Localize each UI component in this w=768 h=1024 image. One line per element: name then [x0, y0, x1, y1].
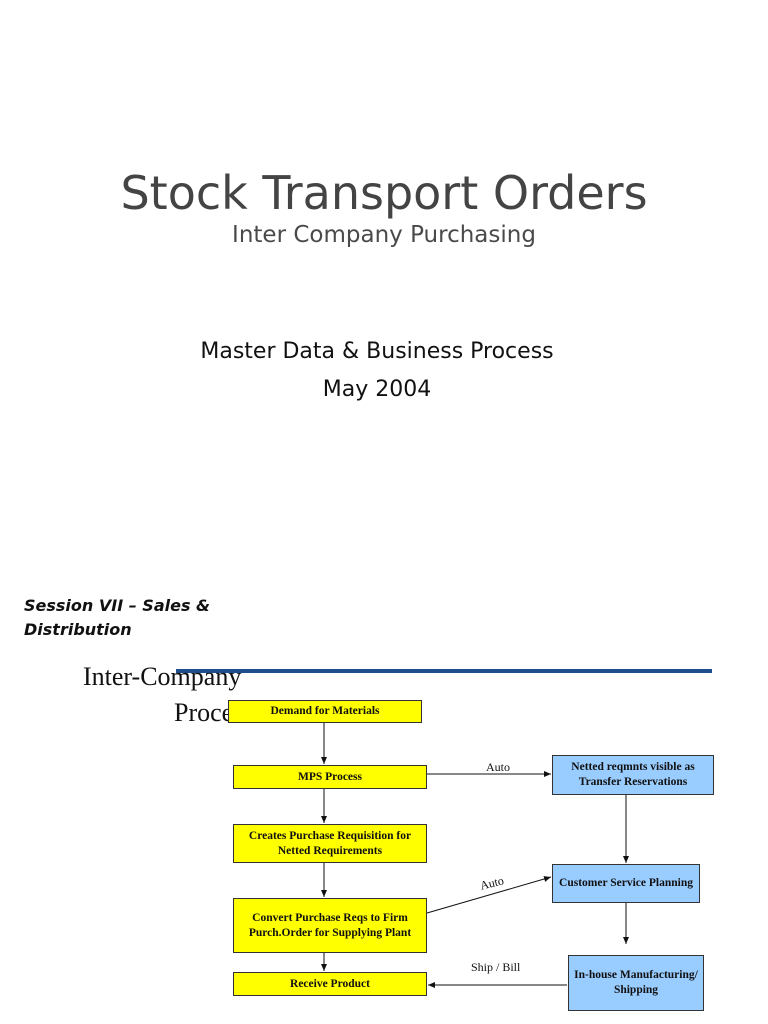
document-subtitle: Inter Company Purchasing — [232, 222, 536, 248]
box-netted-reqmnts: Netted reqmnts visible as Transfer Reser… — [552, 755, 714, 795]
box-creates-purchase-requisition: Creates Purchase Requisition for Netted … — [233, 824, 427, 863]
arrow-convert-to-csp — [426, 876, 552, 914]
box-receive-product: Receive Product — [233, 972, 427, 996]
document-date: May 2004 — [322, 377, 432, 402]
label-ship-bill: Ship / Bill — [471, 960, 521, 974]
document-title: Stock Transport Orders — [120, 166, 648, 220]
box-inhouse-manufacturing: In-house Manufacturing/ Shipping — [568, 955, 704, 1011]
box-convert-purchase-reqs: Convert Purchase Reqs to Firm Purch.Orde… — [233, 898, 427, 953]
slide-title-line1: Inter-Company — [83, 662, 242, 691]
box-mps-process: MPS Process — [233, 765, 427, 789]
document-topic: Master Data & Business Process — [200, 339, 554, 364]
box-demand-for-materials: Demand for Materials — [228, 700, 422, 723]
session-label: Session VII – Sales & Distribution — [24, 596, 210, 639]
label-auto-mps: Auto — [486, 760, 510, 774]
box-customer-service-planning: Customer Service Planning — [552, 864, 700, 903]
title-rule — [176, 669, 712, 673]
